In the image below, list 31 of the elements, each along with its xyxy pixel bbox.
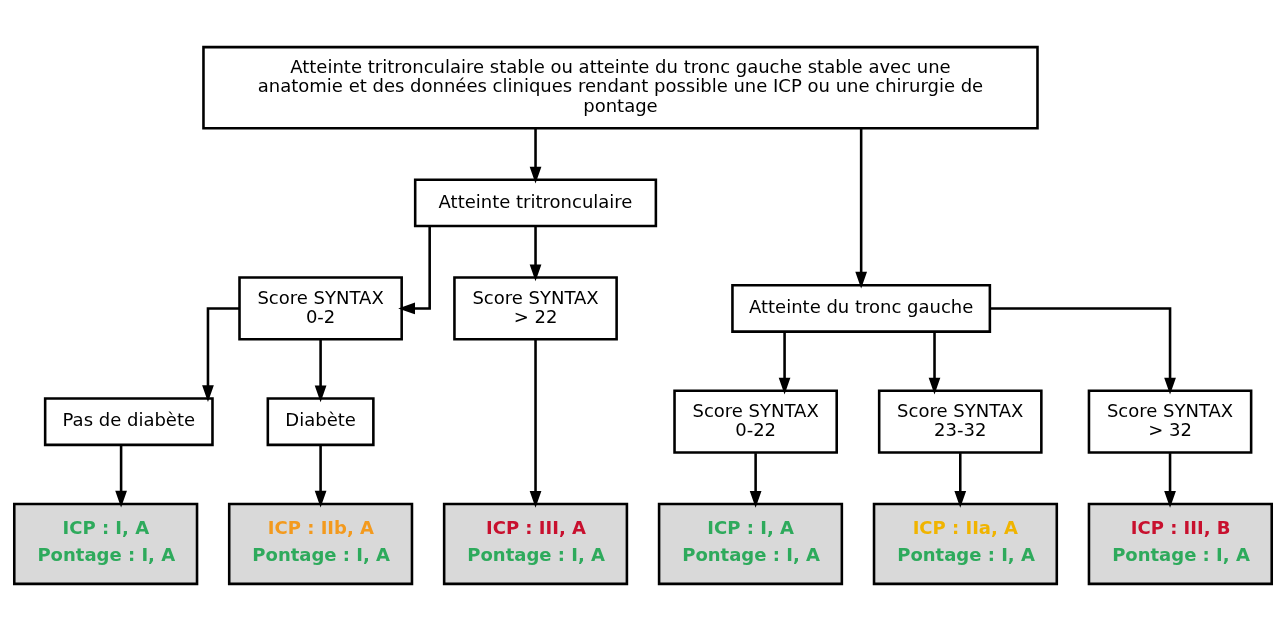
node-box: ICP : I, A Pontage : I, A (657, 502, 844, 586)
node-box: Atteinte du tronc gauche (731, 283, 992, 333)
node-box: Diabète (266, 397, 375, 447)
arrow (778, 331, 791, 395)
arrow (749, 453, 762, 508)
arrow (398, 226, 431, 315)
node-box: ICP : III, B Pontage : I, A (1087, 502, 1273, 586)
arrow (529, 226, 542, 282)
node-box: ICP : III, A Pontage : I, A (442, 502, 629, 586)
arrow (529, 339, 542, 508)
node-box: Score SYNTAX 0-22 (673, 389, 838, 454)
arrow (314, 339, 327, 403)
node-box: ICP : IIb, A Pontage : I, A (227, 502, 414, 586)
arrow (954, 453, 967, 508)
arrow (314, 445, 327, 508)
node-box: Score SYNTAX 0-2 (238, 276, 403, 341)
node-box: Score SYNTAX > 22 (453, 276, 618, 341)
arrow (1164, 453, 1176, 508)
arrow (529, 128, 542, 184)
node-box: Score SYNTAX > 32 (1087, 389, 1253, 454)
node-box: Score SYNTAX 23-32 (877, 389, 1043, 454)
arrow (202, 307, 240, 403)
node-box: Atteinte tritronculaire (413, 178, 658, 228)
node-box: ICP : I, A Pontage : I, A (13, 502, 199, 586)
arrow (928, 331, 941, 395)
arrow (855, 128, 868, 289)
node-box: Atteinte tritronculaire stable ou atteinte du tronc gauche stable avec une anatomie et des données cliniques rendant possible une ICP ou une chirurgie de pontage (202, 45, 1039, 130)
node-box: ICP : IIa, A Pontage : I, A (872, 502, 1059, 586)
arrow (115, 445, 127, 508)
arrow (989, 307, 1176, 395)
node-box: Pas de diabète (43, 397, 214, 447)
